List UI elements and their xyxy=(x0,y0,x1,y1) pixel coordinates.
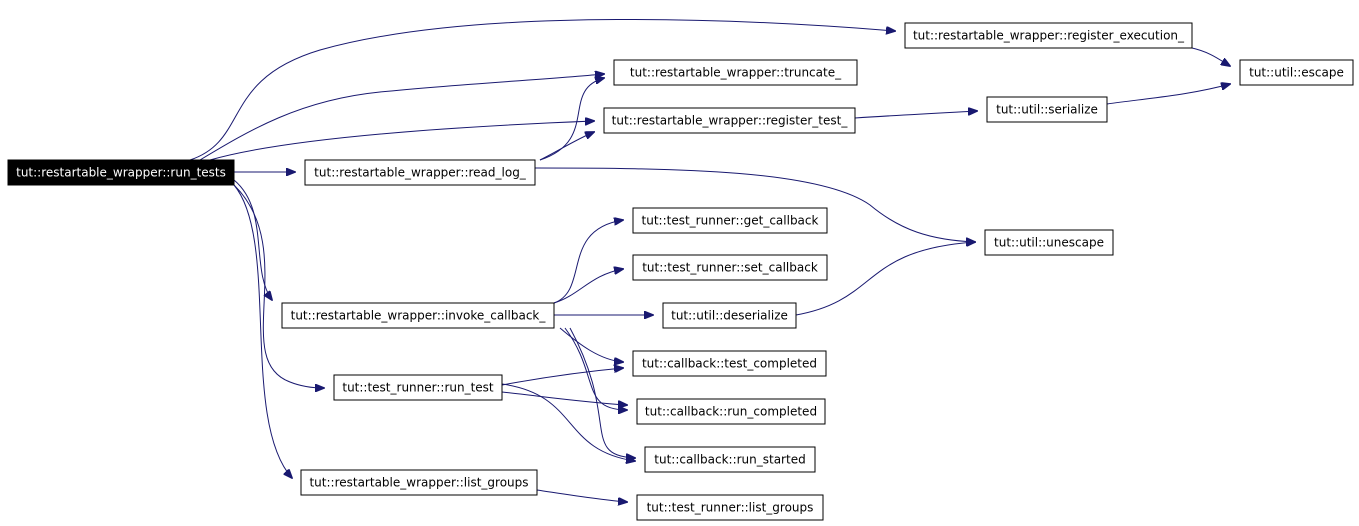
node-register-test[interactable]: tut::restartable_wrapper::register_test_ xyxy=(603,107,856,134)
node-label: tut::test_runner::set_callback xyxy=(642,261,818,275)
edge-runner_run_test-to-run_completed xyxy=(501,391,627,405)
node-box xyxy=(613,59,858,86)
node-run-tests[interactable]: tut::restartable_wrapper::run_tests xyxy=(7,159,235,186)
node-escape[interactable]: tut::util::escape xyxy=(1239,59,1354,86)
node-run-completed[interactable]: tut::callback::run_completed xyxy=(636,398,826,425)
edge-list_groups_wrapper-to-runner_list_groups xyxy=(536,489,627,502)
node-read-log[interactable]: tut::restartable_wrapper::read_log_ xyxy=(304,159,536,186)
edge-runner_run_test-to-run_started xyxy=(501,383,635,461)
node-deserialize[interactable]: tut::util::deserialize xyxy=(662,302,797,329)
node-label: tut::restartable_wrapper::run_tests xyxy=(16,166,226,180)
edge-invoke_callback-to-set_callback xyxy=(553,269,623,304)
edge-register_execution-to-escape xyxy=(1191,47,1230,66)
node-label: tut::callback::run_started xyxy=(654,453,805,467)
node-unescape[interactable]: tut::util::unescape xyxy=(984,229,1114,256)
node-runner-list-groups[interactable]: tut::test_runner::list_groups xyxy=(636,494,824,521)
node-label: tut::restartable_wrapper::list_groups xyxy=(309,476,528,490)
node-box xyxy=(984,229,1114,256)
node-label: tut::restartable_wrapper::register_execu… xyxy=(913,29,1185,43)
node-label: tut::callback::test_completed xyxy=(642,357,817,371)
node-box xyxy=(632,254,828,281)
node-label: tut::util::unescape xyxy=(994,236,1104,250)
edge-run_tests-to-invoke_callback xyxy=(233,179,272,300)
node-box xyxy=(7,159,235,186)
edge-register_test-to-serialize xyxy=(854,111,977,119)
node-box xyxy=(632,207,828,234)
edge-run_tests-to-register_test xyxy=(209,121,594,161)
node-box xyxy=(300,469,538,496)
node-box xyxy=(662,302,797,329)
node-test-completed[interactable]: tut::callback::test_completed xyxy=(632,350,827,377)
edge-invoke_callback-to-get_callback xyxy=(553,220,623,304)
node-run-started[interactable]: tut::callback::run_started xyxy=(644,446,816,473)
node-label: tut::test_runner::get_callback xyxy=(642,214,819,228)
node-label: tut::restartable_wrapper::read_log_ xyxy=(314,166,527,180)
edge-read_log-to-truncate xyxy=(539,78,604,161)
node-label: tut::util::escape xyxy=(1249,66,1344,80)
node-box xyxy=(904,22,1193,49)
node-box xyxy=(632,350,827,377)
edge-invoke_callback-to-run_started xyxy=(569,327,635,458)
node-box xyxy=(1239,59,1354,86)
edge-deserialize-to-unescape xyxy=(795,242,975,316)
node-set-callback[interactable]: tut::test_runner::set_callback xyxy=(632,254,828,281)
node-invoke-callback[interactable]: tut::restartable_wrapper::invoke_callbac… xyxy=(281,302,555,329)
node-register-execution[interactable]: tut::restartable_wrapper::register_execu… xyxy=(904,22,1193,49)
node-serialize[interactable]: tut::util::serialize xyxy=(986,96,1108,123)
edge-read_log-to-unescape xyxy=(534,167,975,242)
edge-run_tests-to-register_execution xyxy=(189,18,895,161)
node-box xyxy=(644,446,816,473)
node-box xyxy=(603,107,856,134)
node-box xyxy=(986,96,1108,123)
node-runner-run-test[interactable]: tut::test_runner::run_test xyxy=(333,374,503,401)
node-label: tut::test_runner::run_test xyxy=(342,381,494,395)
edge-read_log-to-register_test xyxy=(539,132,594,161)
node-box xyxy=(636,494,824,521)
node-list-groups-wrapper[interactable]: tut::restartable_wrapper::list_groups xyxy=(300,469,538,496)
edge-run_tests-to-runner_run_test xyxy=(233,184,324,388)
edges-layer xyxy=(189,18,1230,502)
edge-invoke_callback-to-run_completed xyxy=(564,327,627,410)
node-label: tut::util::serialize xyxy=(996,103,1098,117)
edge-run_tests-to-truncate xyxy=(199,74,604,161)
edge-runner_run_test-to-test_completed xyxy=(501,368,623,386)
node-label: tut::restartable_wrapper::register_test_ xyxy=(612,114,849,128)
node-box xyxy=(281,302,555,329)
node-get-callback[interactable]: tut::test_runner::get_callback xyxy=(632,207,828,234)
edge-invoke_callback-to-test_completed xyxy=(559,327,623,362)
node-box xyxy=(304,159,536,186)
node-box xyxy=(333,374,503,401)
node-label: tut::restartable_wrapper::truncate_ xyxy=(630,66,842,80)
node-label: tut::util::deserialize xyxy=(671,309,788,323)
node-truncate[interactable]: tut::restartable_wrapper::truncate_ xyxy=(613,59,858,86)
node-label: tut::restartable_wrapper::invoke_callbac… xyxy=(291,309,547,323)
node-label: tut::callback::run_completed xyxy=(645,405,817,419)
node-box xyxy=(636,398,826,425)
node-label: tut::test_runner::list_groups xyxy=(647,501,814,515)
edge-run_tests-to-list_groups_wrapper xyxy=(233,184,292,478)
edge-serialize-to-escape xyxy=(1106,84,1230,105)
